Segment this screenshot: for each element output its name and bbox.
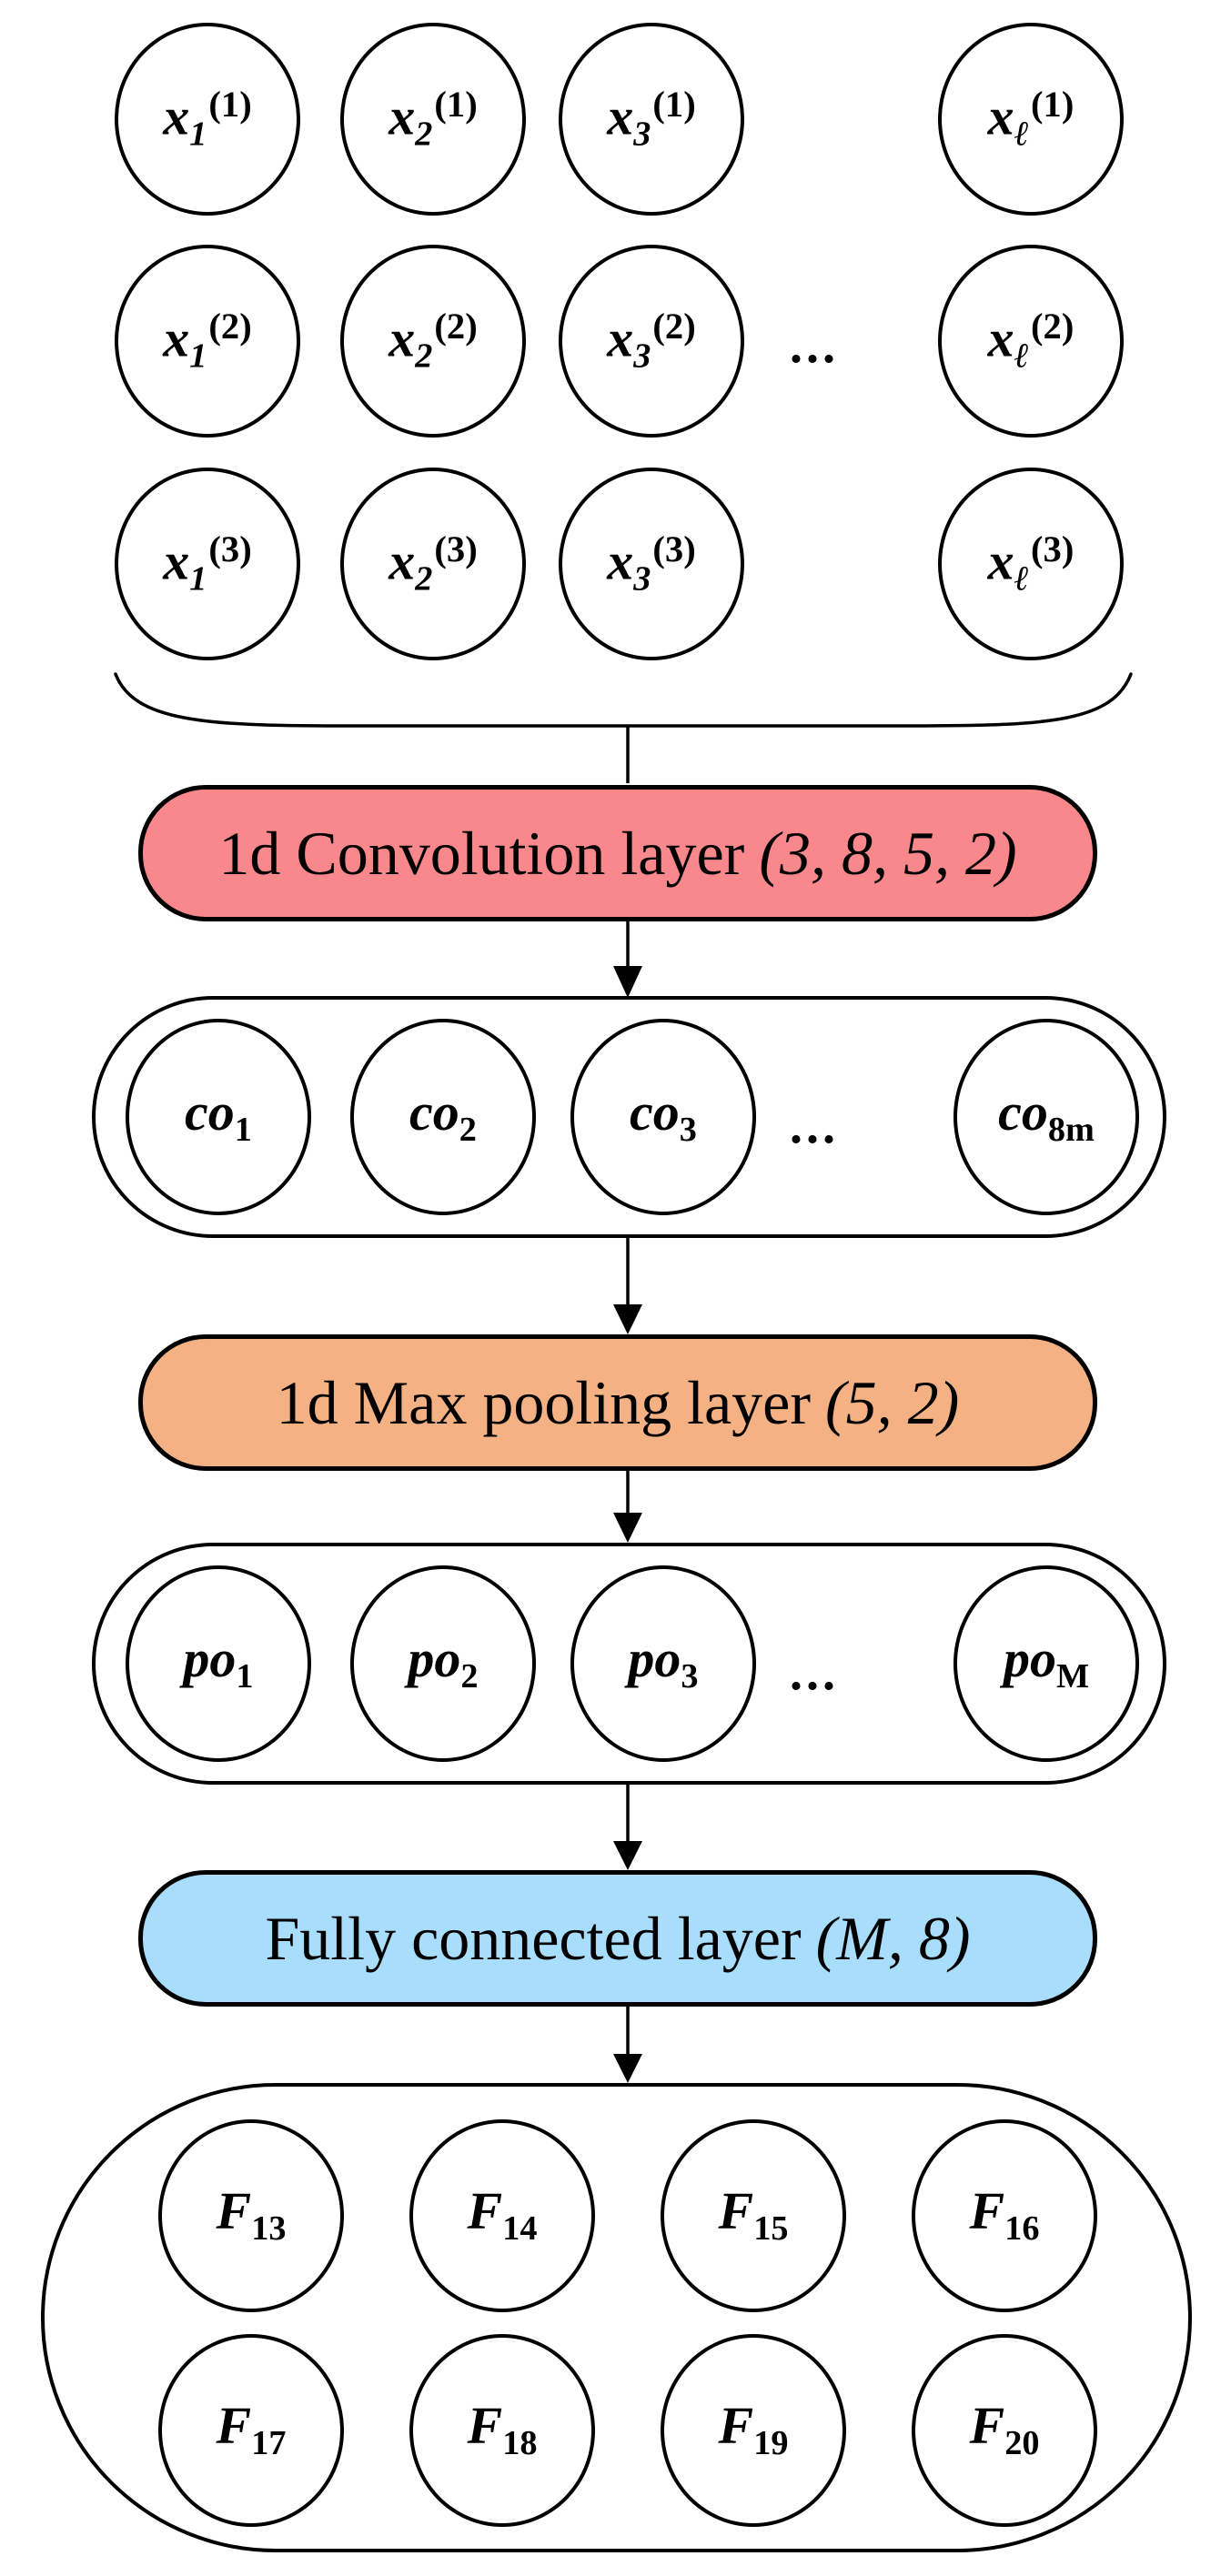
node-x3-ch1: x3(1) — [559, 23, 744, 216]
conv-layer-box: 1d Convolution layer (3, 8, 5, 2) — [138, 785, 1097, 921]
pool-ellipsis: ... — [790, 1645, 839, 1701]
conv-layer-label: 1d Convolution layer — [218, 818, 745, 888]
node-po1: po1 — [126, 1565, 311, 1762]
node-co2: co2 — [350, 1019, 536, 1215]
node-F16: F16 — [912, 2119, 1097, 2312]
arrow-po-to-fc-head — [613, 1841, 642, 1870]
node-x2-ch2: x2(2) — [340, 245, 526, 438]
node-xl-ch2: xℓ(2) — [938, 245, 1124, 438]
arrow-pool-to-po-head — [613, 1513, 642, 1543]
node-x3-ch2: x3(2) — [559, 245, 744, 438]
node-F17: F17 — [158, 2334, 344, 2527]
node-F18: F18 — [409, 2334, 595, 2527]
node-co1: co1 — [126, 1019, 311, 1215]
node-x3-ch3: x3(3) — [559, 468, 744, 660]
fc-layer-label: Fully connected layer — [265, 1903, 802, 1973]
input-brace — [114, 672, 1133, 728]
node-po3: po3 — [570, 1565, 756, 1762]
pool-layer-label: 1d Max pooling layer — [276, 1367, 812, 1437]
node-xl-ch1: xℓ(1) — [938, 23, 1124, 216]
node-x2-ch1: x2(1) — [340, 23, 526, 216]
node-F15: F15 — [661, 2119, 846, 2312]
node-poM: poM — [954, 1565, 1139, 1762]
node-x1-ch2: x1(2) — [115, 245, 300, 438]
fc-layer-box: Fully connected layer (M, 8) — [138, 1870, 1097, 2007]
conv-layer-params: (3, 8, 5, 2) — [759, 818, 1017, 888]
node-po2: po2 — [350, 1565, 536, 1762]
node-x1-ch3: x1(3) — [115, 468, 300, 660]
arrow-fc-to-output-head — [613, 2054, 642, 2083]
node-F20: F20 — [912, 2334, 1097, 2527]
node-F19: F19 — [661, 2334, 846, 2527]
node-F13: F13 — [158, 2119, 344, 2312]
arrow-conv-to-co-head — [613, 966, 642, 998]
fc-layer-params: (M, 8) — [815, 1903, 971, 1973]
node-xl-ch3: xℓ(3) — [938, 468, 1124, 660]
pool-layer-box: 1d Max pooling layer (5, 2) — [138, 1334, 1097, 1471]
node-x2-ch3: x2(3) — [340, 468, 526, 660]
conv-ellipsis: ... — [790, 1098, 839, 1154]
input-ellipsis: ... — [790, 317, 839, 374]
node-co3: co3 — [570, 1019, 756, 1215]
node-co8m: co8m — [954, 1019, 1139, 1215]
arrow-co-to-pool-head — [613, 1304, 642, 1334]
pool-layer-params: (5, 2) — [825, 1367, 960, 1437]
node-x1-ch1: x1(1) — [115, 23, 300, 216]
node-F14: F14 — [409, 2119, 595, 2312]
